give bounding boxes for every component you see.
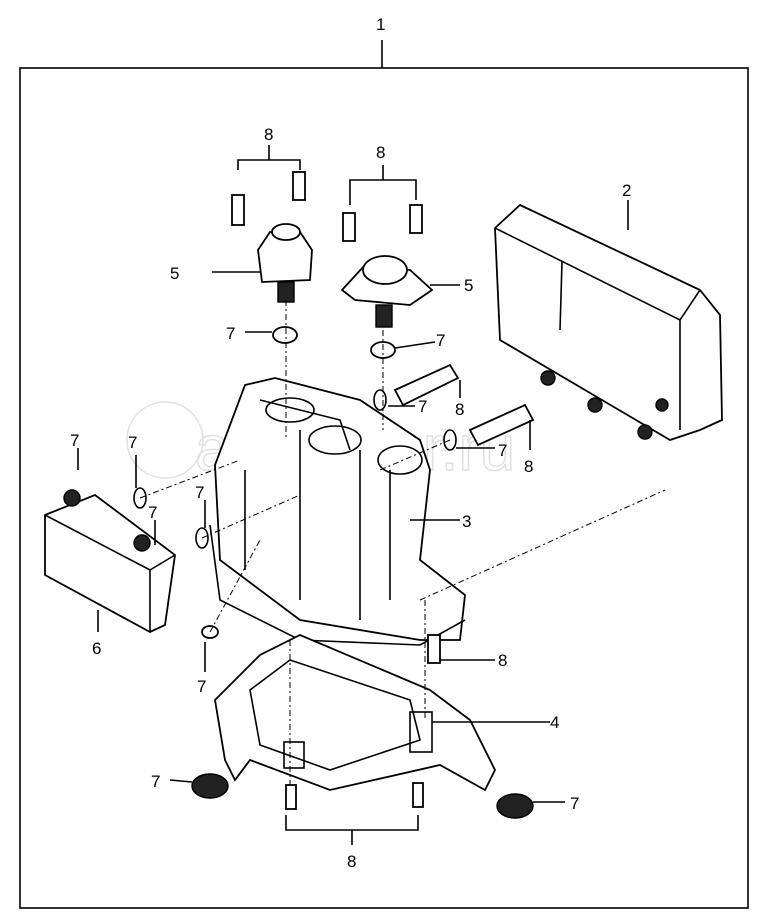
assembly-guide-lines xyxy=(139,300,666,785)
callout-6: 6 xyxy=(92,639,101,658)
callout-8-c: 8 xyxy=(455,400,464,419)
o-rings xyxy=(77,326,565,819)
callout-4: 4 xyxy=(550,713,559,732)
callout-8-a: 8 xyxy=(264,125,273,144)
callout-7-j: 7 xyxy=(151,772,160,791)
callout-7-d: 7 xyxy=(498,441,507,460)
callout-7-b: 7 xyxy=(436,331,445,350)
assembly-frame xyxy=(19,67,749,909)
callout-7-f: 7 xyxy=(128,433,137,452)
bolts xyxy=(231,145,535,845)
callout-7-h: 7 xyxy=(148,503,157,522)
callout-8-b: 8 xyxy=(376,143,385,162)
callout-7-a: 7 xyxy=(226,324,235,343)
callout-1: 1 xyxy=(376,15,385,34)
callout-8-e: 8 xyxy=(498,651,507,670)
callout-5-left: 5 xyxy=(170,264,179,283)
callout-8-f: 8 xyxy=(347,852,356,871)
callout-2: 2 xyxy=(622,181,631,200)
solenoid-part-left: 5 xyxy=(170,223,313,303)
connector-block-part: 6 xyxy=(44,489,176,658)
solenoid-part-right: 5 xyxy=(340,255,473,328)
callout-7-k: 7 xyxy=(570,794,579,813)
callout-7-i: 7 xyxy=(197,677,206,696)
callout-7-e: 7 xyxy=(70,431,79,450)
ecu-cover-part: 2 xyxy=(494,181,723,441)
callout-7-c: 7 xyxy=(418,397,427,416)
base-bracket-part: 4 xyxy=(214,634,559,792)
callout-8-d: 8 xyxy=(524,457,533,476)
callout-7-g: 7 xyxy=(195,483,204,502)
callout-5-right: 5 xyxy=(464,276,473,295)
callout-3: 3 xyxy=(462,512,471,531)
